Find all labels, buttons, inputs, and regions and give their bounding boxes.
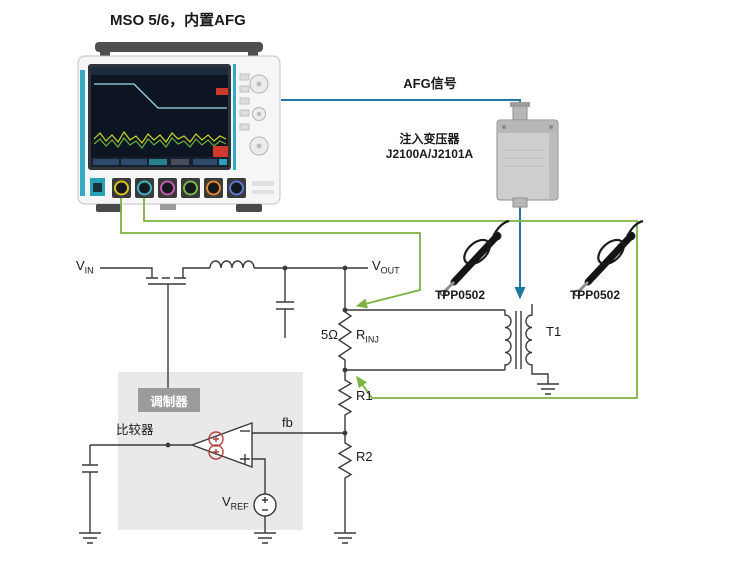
t1-label: T1 — [546, 324, 562, 339]
comparator-label: 比较器 — [116, 423, 154, 437]
scope-channel-connectors — [90, 178, 274, 198]
rinj-label: RINJ — [356, 327, 379, 345]
oscilloscope — [77, 42, 281, 212]
r2-label: R2 — [356, 449, 373, 464]
circuit-schematic — [79, 260, 559, 544]
r1-label: R1 — [356, 388, 373, 403]
rinj-value-label: 5Ω — [321, 327, 338, 342]
probe2-label: TPP0502 — [569, 288, 621, 302]
vref-label: VREF — [222, 494, 249, 512]
afg-signal-label: AFG信号 — [403, 76, 457, 91]
probe-icon-2 — [573, 219, 644, 297]
injection-transformer-model: J2100A/J2101A — [385, 147, 474, 161]
transformer-t1-symbol — [504, 304, 559, 395]
waveform-trace-noise-yellow — [93, 130, 227, 144]
resistor-rinj — [337, 311, 353, 370]
scope-screen — [91, 67, 228, 167]
output-capacitor-symbol — [276, 268, 294, 338]
injection-transformer-name: 注入变压器 — [399, 132, 460, 146]
probe-icon-1 — [439, 219, 510, 297]
waveform-trace-noise-green — [93, 137, 227, 149]
inductor-symbol — [209, 260, 255, 269]
resistor-r1 — [337, 370, 353, 433]
vin-label: VIN — [76, 258, 94, 276]
ground-symbol — [537, 383, 559, 395]
compensation-capacitor-symbol — [79, 445, 101, 544]
modulator-box: 调制器 — [138, 388, 200, 412]
scope-handle — [95, 42, 263, 52]
vout-label: VOUT — [372, 258, 400, 276]
diagram-title: MSO 5/6，内置AFG — [110, 12, 246, 29]
ground-symbol — [254, 532, 276, 544]
junction-dots — [165, 265, 348, 448]
injection-transformer-label: 注入变压器 J2100A/J2101A — [372, 132, 487, 162]
probe1-label: TPP0502 — [434, 288, 486, 302]
vref-source-symbol — [252, 458, 277, 544]
opamp-symbol — [189, 421, 253, 469]
waveform-trace-ramp — [94, 83, 227, 109]
mosfet-symbol — [100, 267, 210, 388]
resistor-r2 — [337, 433, 353, 533]
fb-label: fb — [282, 415, 293, 430]
injection-transformer-box — [496, 102, 559, 208]
ground-symbol — [79, 532, 101, 544]
ground-symbol — [334, 532, 356, 544]
scope-knobs — [249, 74, 269, 156]
scope-buttons — [239, 73, 250, 131]
probe-connection-wires — [120, 198, 638, 399]
